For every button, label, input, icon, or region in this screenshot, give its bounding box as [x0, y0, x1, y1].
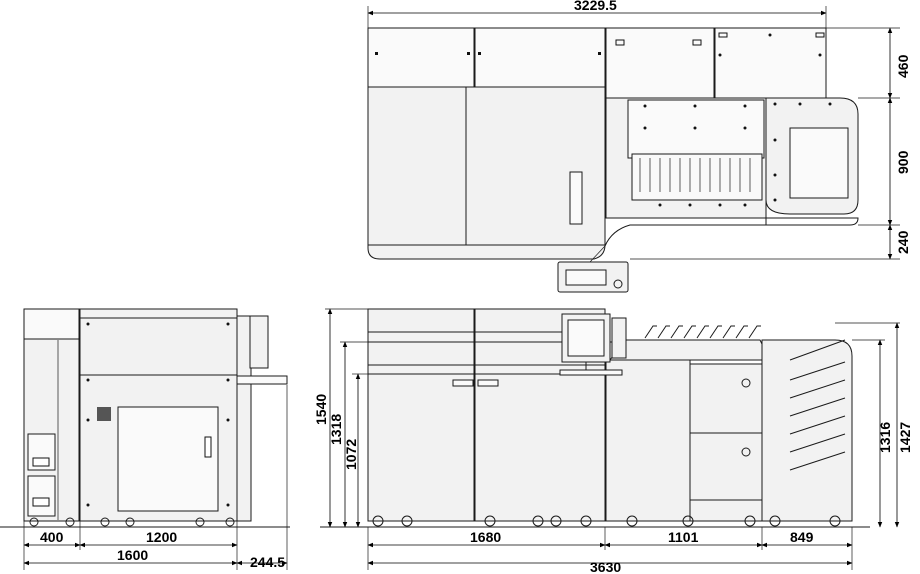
dim-depth-240: 240	[895, 230, 911, 254]
side-arm	[236, 315, 252, 377]
top-mouse	[613, 279, 623, 289]
front-monitor-screen	[567, 319, 605, 357]
side-vent	[97, 407, 111, 421]
dim-depth-900: 900	[895, 150, 911, 174]
front-module-1	[367, 308, 475, 522]
dim-front-1101: 1101	[668, 529, 699, 545]
top-main-body	[367, 86, 606, 260]
front-stacker	[761, 339, 853, 522]
dim-depth-460: 460	[895, 54, 911, 78]
top-stacker-tray	[789, 127, 849, 199]
top-module-4	[714, 27, 827, 99]
dim-side-1600: 1600	[117, 547, 148, 563]
top-module-1	[367, 27, 475, 88]
side-view: 400 1200 1600 244.5	[0, 308, 290, 570]
top-tray-area	[631, 153, 763, 201]
front-lock-2	[741, 447, 751, 457]
top-keyboard-keys	[565, 269, 607, 286]
top-view: 3229.5	[367, 0, 911, 293]
top-handle	[569, 171, 583, 225]
front-lock-1	[741, 378, 751, 388]
dim-front-1427: 1427	[897, 422, 913, 453]
front-tray-rack	[609, 339, 771, 361]
front-keyboard	[559, 369, 623, 376]
front-control-box	[611, 317, 627, 359]
dim-side-400: 400	[40, 529, 64, 545]
top-module-3	[605, 27, 715, 99]
dim-front-1540: 1540	[313, 394, 329, 425]
front-cabinet	[689, 363, 763, 522]
dim-front-3630: 3630	[590, 559, 621, 574]
side-shelf	[236, 375, 288, 385]
side-slot-lower	[27, 475, 56, 517]
dim-side-1200: 1200	[146, 529, 177, 545]
front-handle-1	[452, 379, 474, 387]
dim-side-244-5: 244.5	[250, 554, 285, 570]
side-monitor	[249, 315, 269, 369]
top-module-2	[474, 27, 606, 88]
front-view: 1540 1318 1072 1316 1427 1680 1101 849 3…	[313, 308, 913, 574]
dim-front-1072: 1072	[343, 439, 359, 470]
side-door	[117, 406, 219, 512]
dim-front-1318: 1318	[328, 414, 344, 445]
dim-front-1316: 1316	[877, 422, 893, 453]
dim-front-1680: 1680	[470, 529, 501, 545]
front-middle-module	[605, 341, 691, 522]
front-handle-2	[477, 379, 499, 387]
dim-front-849: 849	[790, 529, 814, 545]
dim-overall-width: 3229.5	[574, 0, 617, 13]
